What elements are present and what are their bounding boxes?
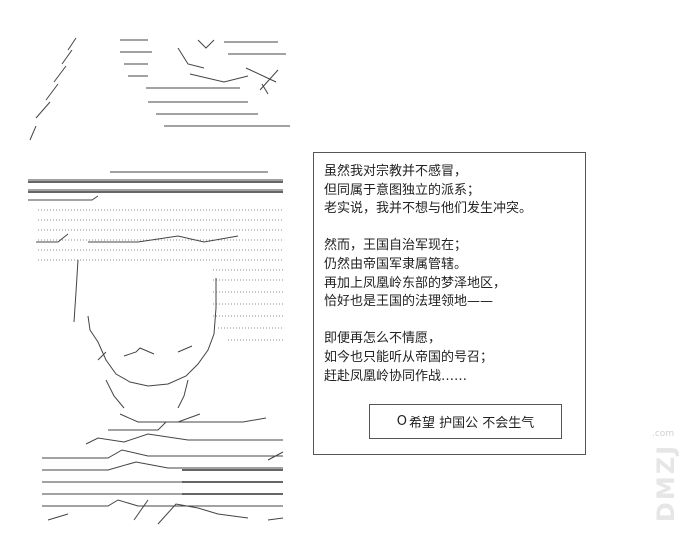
narration-line: 如今也只能听从帝国的号召； [324,349,494,365]
narration-line [324,312,577,331]
narration-line: 即便再怎么不情愿， [324,331,442,347]
narration-line [324,219,577,238]
watermark-logo: DMZJ [652,443,680,522]
watermark-domain: .com [652,429,675,439]
watermark: .com DMZJ [648,425,684,540]
ascii-art-character-icon [28,37,290,525]
narration-line: 仍然由帝国军隶属管辖。 [324,256,468,272]
ascii-art-character [28,30,303,530]
narration-line: 虽然我对宗教并不感冒， [324,164,468,179]
option-marker: O [396,414,407,429]
narration-box: 虽然我对宗教并不感冒， 但同属于意图独立的派系； 老实说，我并不想与他们发生冲突… [313,152,586,455]
narration-line: 再加上凤凰岭东部的梦泽地区， [324,275,507,291]
option-label: 希望 护国公 不会生气 [408,416,535,431]
narration-line: 但同属于意图独立的派系； [324,182,481,198]
narration-line: 老实说，我并不想与他们发生冲突。 [324,201,533,217]
narration-line: 然而，王国自治军现在； [324,238,468,254]
option-button[interactable]: O 希望 护国公 不会生气 [369,404,562,439]
narration-line: 恰好也是王国的法理领地—— [324,294,494,310]
narration-text: 虽然我对宗教并不感冒， 但同属于意图独立的派系； 老实说，我并不想与他们发生冲突… [324,163,577,386]
narration-line: 赶赴凤凰岭协同作战…… [324,368,468,384]
